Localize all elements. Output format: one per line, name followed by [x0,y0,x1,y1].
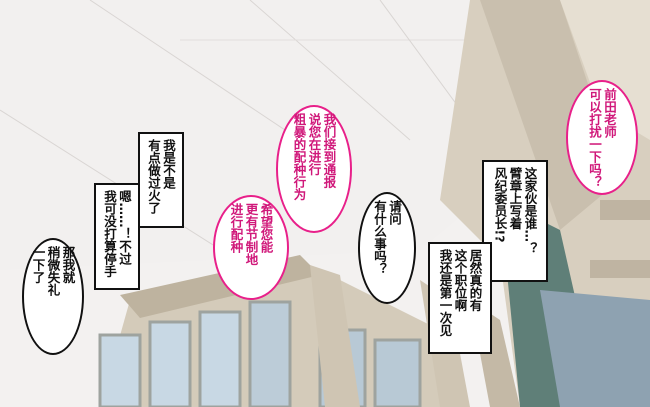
narration-box-not-stopping: 嗯……！不过 我可没打算停手 [94,183,140,290]
window [98,333,142,407]
bubble-line: 希望您能 [258,203,274,253]
speech-bubble-restraint: 希望您能 更有节制地 进行配种 [213,195,289,300]
box-line: 嗯……！不过 [117,190,132,265]
box-line: 臂章上写着 [507,167,523,230]
bubble-line: 一下了 [30,246,46,284]
bubble-line: 粗暴的配种行为 [291,113,307,201]
window [198,310,242,407]
window [373,338,422,407]
box-line: 我还是第一次见 [437,249,453,337]
pillar [310,265,360,407]
sky-window [540,290,650,407]
bubble-line: 那我就 [60,246,76,284]
box-line: 我可没打算停手 [102,190,117,278]
box-line: 风纪委员长!? [492,167,508,243]
bubble-line: 我们接到通报 [321,113,337,188]
speech-bubble-excuse-me: 那我就 稍微失礼 一下了 [22,238,84,355]
bubble-line: 进行配种 [228,203,244,253]
box-line: 这家伙是谁…？ [522,167,538,255]
bubble-line: 更有节制地 [243,203,259,266]
bubble-line: 有什么事吗？ [372,200,387,275]
box-line: 这个职位啊 [452,249,468,312]
bubble-line: 请问 [387,200,402,225]
box-line: 有点做过火了 [146,139,161,214]
narration-box-overdone: 我是不是 有点做过火了 [138,132,184,228]
bubble-line: 可以打扰一下吗？ [587,88,602,188]
speech-bubble-report: 我们接到通报 说您在进行 粗暴的配种行为 [276,105,352,233]
ceiling-line [249,0,411,141]
speech-bubble-maeda: 前田老师 可以打扰一下吗？ [566,80,638,195]
right-building-ledge [600,200,650,220]
box-line: 居然真的有 [467,249,483,312]
window [148,320,192,407]
bubble-line: 说您在进行 [306,113,322,176]
narration-box-position: 居然真的有 这个职位啊 我还是第一次见 [428,242,492,354]
right-building-ledge [590,260,650,278]
bubble-line: 前田老师 [602,88,617,138]
box-line: 我是不是 [161,139,176,189]
bubble-line: 稍微失礼 [45,246,61,296]
speech-bubble-question: 请问 有什么事吗？ [358,192,416,304]
window [248,300,292,407]
narration-box-who: 这家伙是谁…？ 臂章上写着 风纪委员长!? [482,160,548,282]
